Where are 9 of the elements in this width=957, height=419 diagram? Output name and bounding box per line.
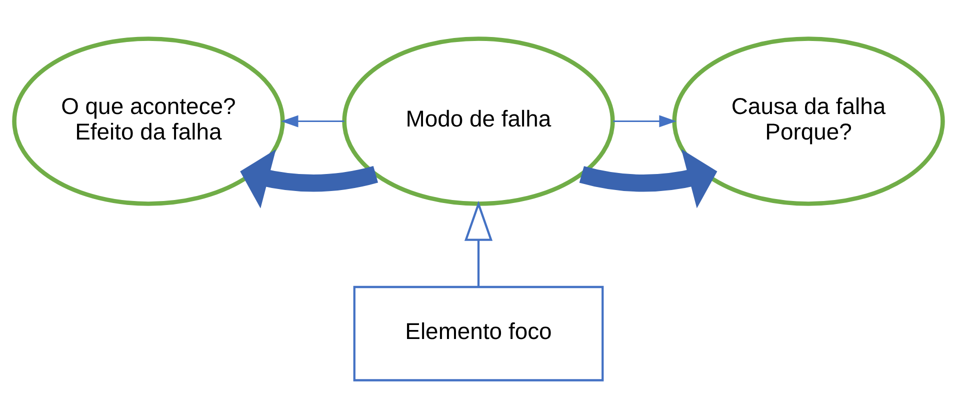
arrow — [579, 149, 718, 208]
arrow — [613, 115, 676, 128]
node-ellipse: Modo de falha — [342, 36, 615, 206]
arrow — [281, 115, 344, 128]
node-ellipse: O que acontece? Efeito da falha — [12, 36, 285, 206]
node-ellipse: Causa da falha Porque? — [672, 36, 945, 206]
node-box: Elemento foco — [353, 286, 604, 382]
arrow — [464, 200, 493, 287]
arrow — [240, 149, 378, 208]
